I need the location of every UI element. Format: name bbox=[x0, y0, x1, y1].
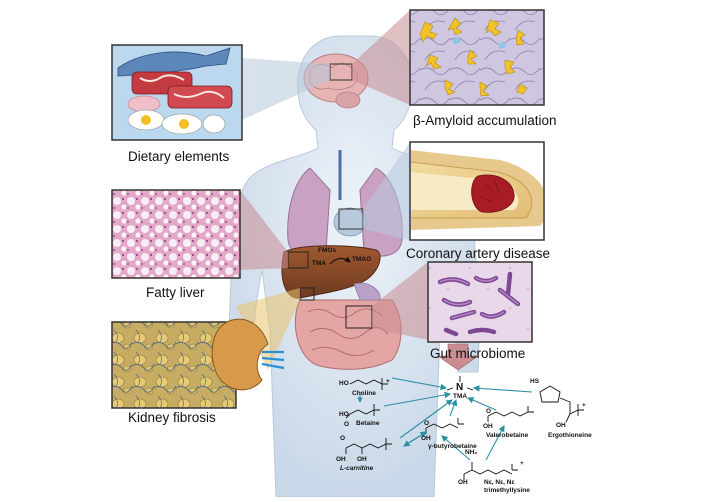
chem-choline-ho: HO bbox=[339, 380, 349, 387]
chem-betaine: Betaine bbox=[356, 420, 380, 427]
arrow-betaine-tma bbox=[383, 391, 452, 407]
label-fatty-liver: Fatty liver bbox=[146, 285, 205, 300]
chem-gbb: γ-butyrobetaine bbox=[428, 443, 477, 450]
arrow-ergothioneine-tma bbox=[472, 385, 533, 393]
chem-ergo-oh: OH bbox=[556, 422, 566, 429]
steak-2 bbox=[167, 85, 233, 109]
chem-choline-plus: + bbox=[386, 378, 390, 385]
label-amyloid: β-Amyloid accumulation bbox=[413, 113, 557, 128]
chemistry-scheme bbox=[345, 376, 584, 480]
chem-betaine-ho: HO bbox=[339, 411, 349, 418]
kidney-panel bbox=[111, 318, 285, 409]
label-fmos: FMOs bbox=[318, 247, 337, 254]
fatty-liver-panel bbox=[111, 189, 241, 279]
arrow-tml-valerobetaine bbox=[485, 425, 505, 461]
betaine-structure bbox=[345, 404, 380, 419]
chem-tml-plus: + bbox=[520, 460, 524, 467]
amyloid-panel bbox=[409, 9, 545, 106]
coronary-panel bbox=[409, 141, 545, 241]
gbb-structure bbox=[425, 418, 464, 434]
label-organ-tma: TMA bbox=[312, 260, 327, 267]
chem-carnitine-o: O bbox=[340, 435, 346, 442]
carnitine-structure bbox=[345, 438, 392, 454]
arrow-gbb-tma bbox=[449, 398, 458, 417]
ergothioneine-structure bbox=[539, 385, 584, 423]
chem-ergothioneine: Ergothioneine bbox=[548, 432, 592, 439]
chem-ergo-hs: HS bbox=[530, 378, 540, 385]
label-organ-tmao: TMAO bbox=[352, 256, 372, 263]
renal-vessels bbox=[261, 350, 285, 370]
arrow-tml-gbb bbox=[441, 435, 471, 461]
dietary-panel bbox=[111, 44, 243, 141]
teal-arrows bbox=[383, 377, 533, 461]
arrow-choline-tma bbox=[391, 377, 448, 391]
shrimp bbox=[127, 95, 161, 113]
tml-structure bbox=[463, 462, 518, 480]
fmo-arrow bbox=[329, 256, 351, 265]
valerobetaine-structure bbox=[487, 406, 534, 422]
gut-panel bbox=[427, 261, 533, 343]
label-coronary: Coronary artery disease bbox=[406, 246, 551, 261]
chem-ergo-plus: + bbox=[582, 402, 586, 409]
beam-dietary bbox=[242, 58, 330, 120]
label-gut: Gut microbiome bbox=[430, 346, 526, 361]
arrow-carnitine-tma bbox=[399, 399, 453, 439]
chem-carnitine-oh1: OH bbox=[336, 456, 346, 463]
chem-betaine-o: O bbox=[344, 421, 350, 428]
chem-tml-nh2: NH₂ bbox=[465, 449, 478, 456]
chem-vb-oh: OH bbox=[483, 423, 493, 430]
chem-valerobetaine: Valerobetaine bbox=[486, 432, 529, 439]
arrow-valerobetaine-tma bbox=[466, 397, 497, 411]
tma-bonds bbox=[446, 376, 474, 391]
callout-beams bbox=[236, 10, 428, 370]
chem-vb-o: O bbox=[486, 408, 492, 415]
kidney bbox=[211, 318, 269, 391]
beam-fatty-liver bbox=[240, 190, 288, 270]
beam-amyloid bbox=[352, 10, 410, 105]
chem-choline: Choline bbox=[352, 390, 376, 397]
chem-gbb-oh: OH bbox=[421, 435, 431, 442]
chem-tma: TMA bbox=[453, 393, 468, 400]
down-arrow bbox=[437, 343, 479, 371]
plaque bbox=[471, 174, 515, 213]
egg-yolk-2 bbox=[179, 119, 189, 129]
choline-structure bbox=[349, 378, 388, 390]
chem-n-atom: N bbox=[456, 382, 464, 393]
label-dietary: Dietary elements bbox=[128, 149, 230, 164]
egg-yolk-1 bbox=[141, 115, 151, 125]
chem-gbb-o: O bbox=[424, 420, 430, 427]
chem-l-carnitine: L-carnitine bbox=[340, 465, 374, 472]
whole-egg bbox=[202, 114, 226, 134]
chem-tml-oh: OH bbox=[458, 479, 468, 486]
chem-tml-2: trimethyllysine bbox=[484, 487, 530, 494]
beam-kidney bbox=[236, 288, 300, 370]
chem-carnitine-oh2: OH bbox=[357, 456, 367, 463]
beam-coronary bbox=[363, 142, 410, 240]
chem-tml-1: Nε, Nε, Nε bbox=[484, 479, 515, 486]
beam-gut bbox=[372, 262, 428, 340]
label-kidney: Kidney fibrosis bbox=[128, 410, 216, 425]
